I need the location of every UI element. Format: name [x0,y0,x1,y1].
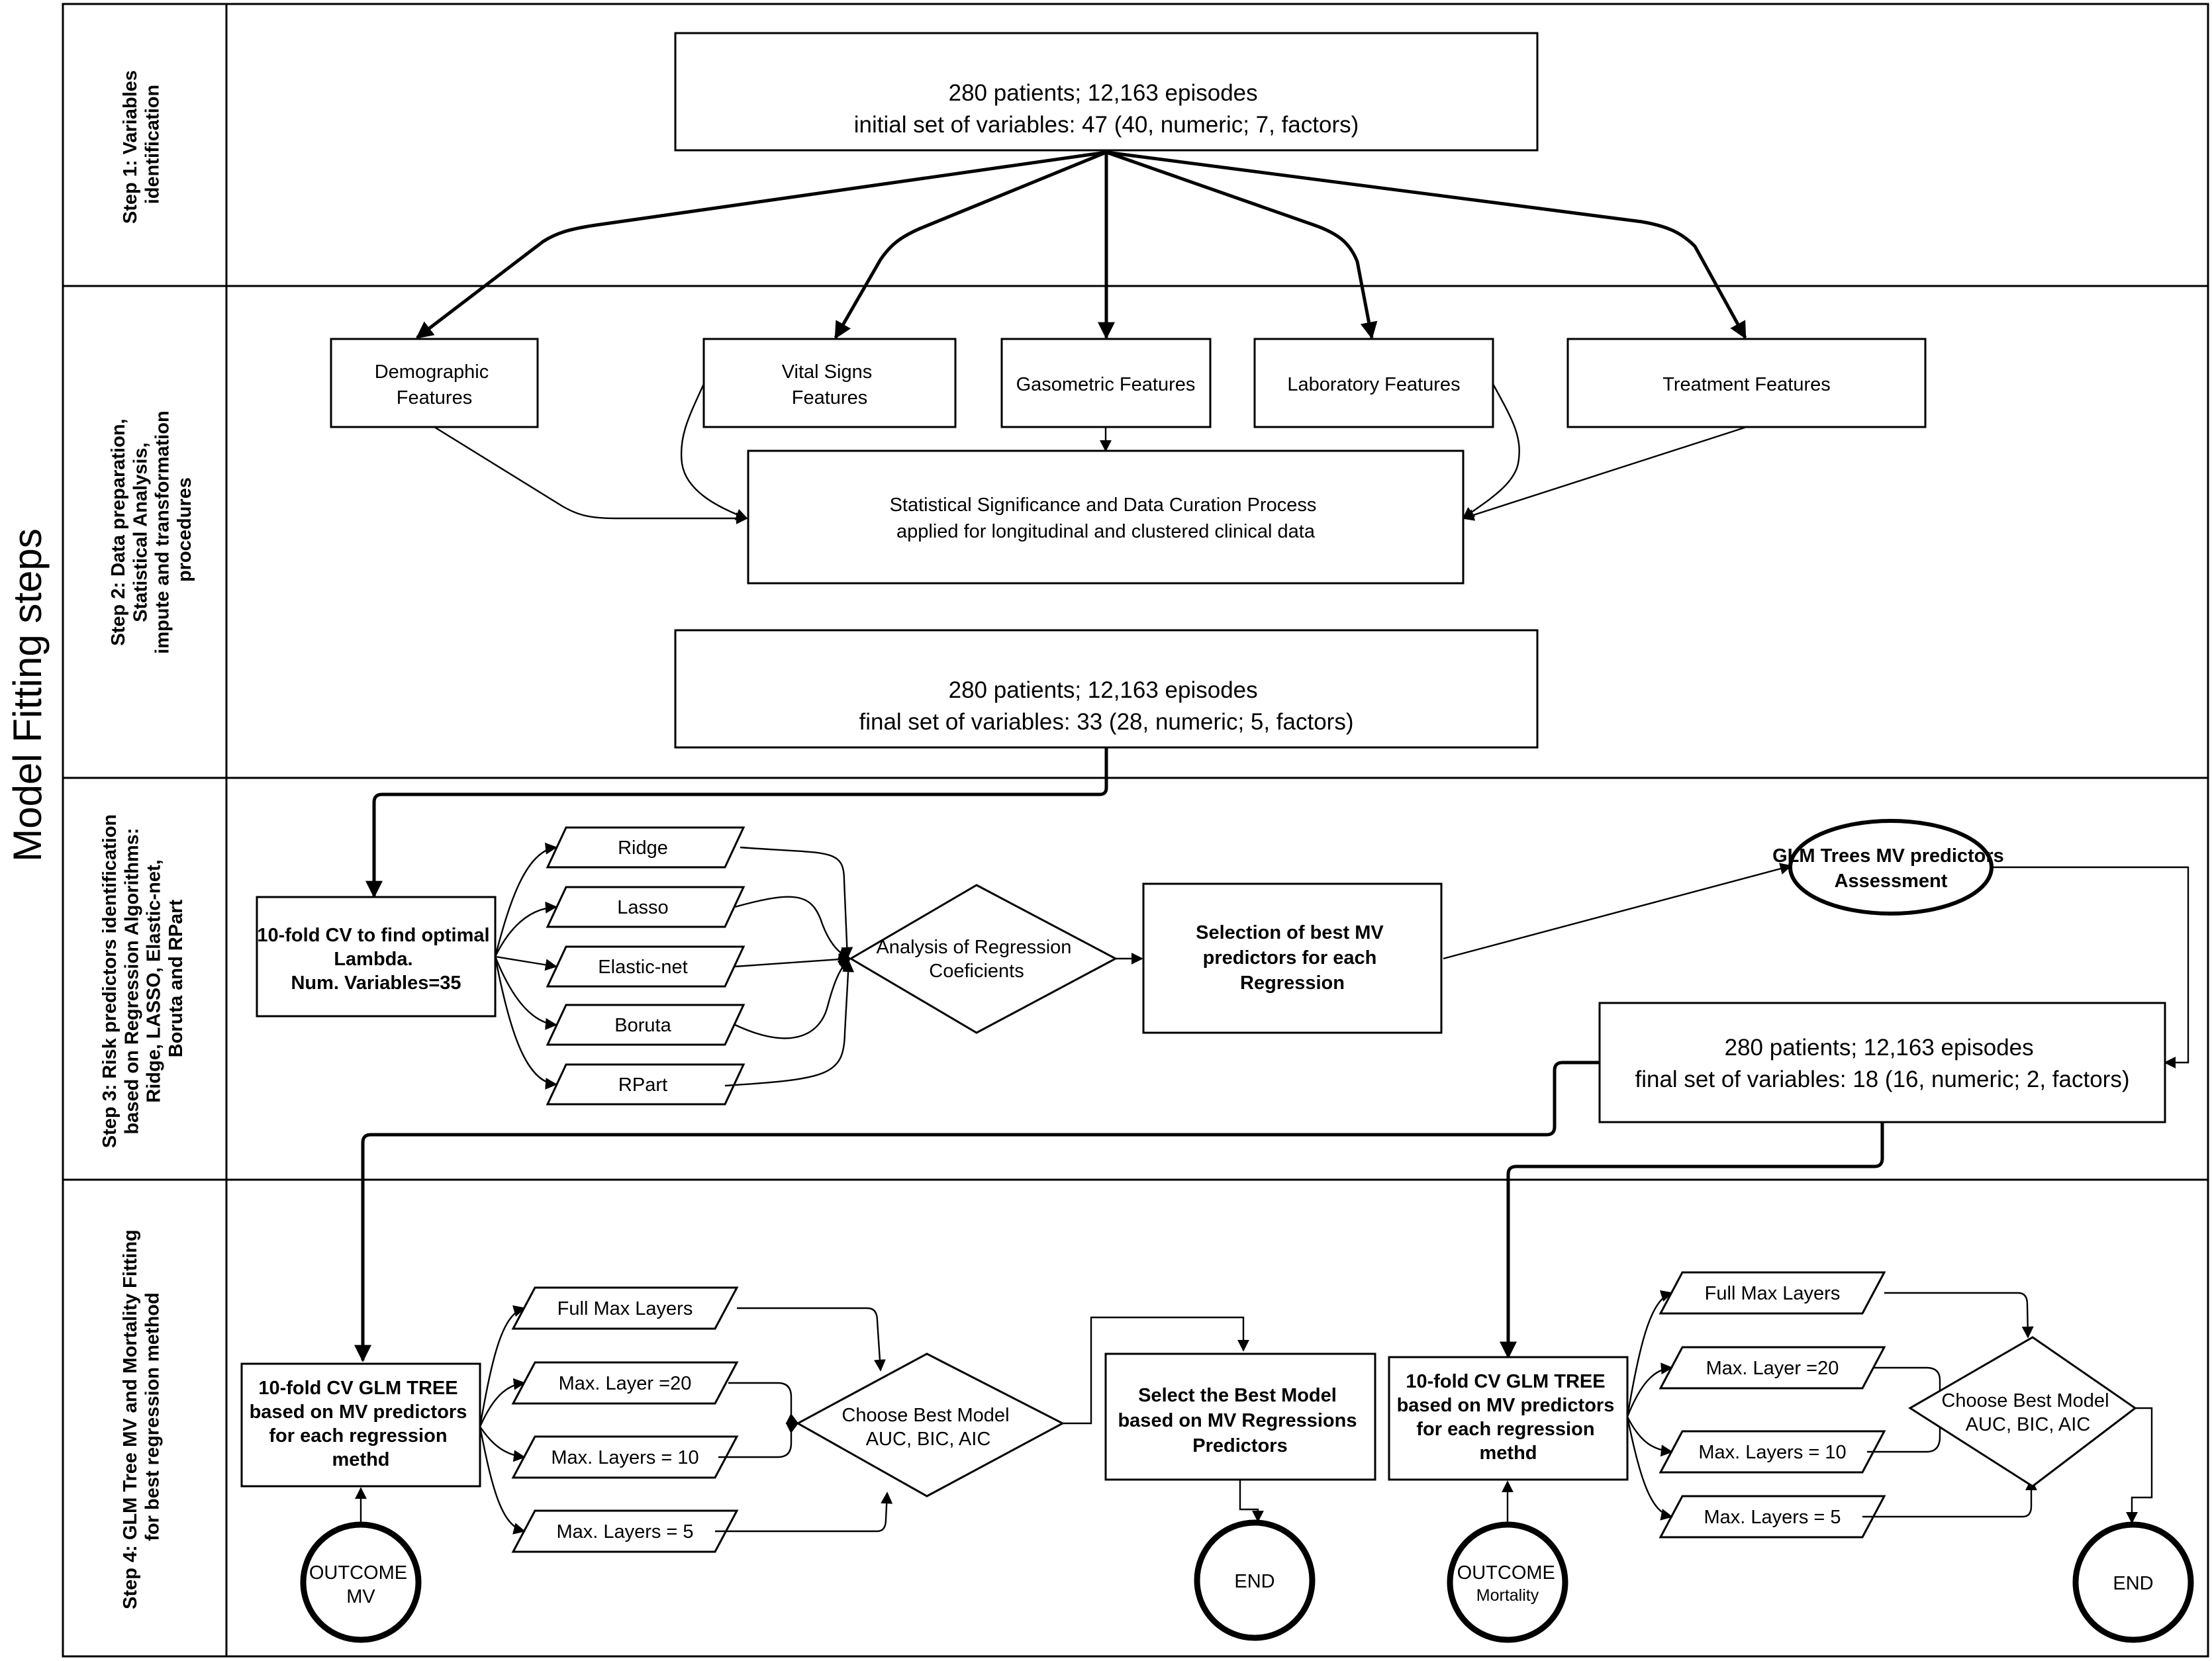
lane-label-step3: Step 3: Risk predictors identification b… [99,809,187,1148]
data-curation-text: Statistical Significance and Data Curati… [890,495,1322,542]
mv-select-best-box [1104,1353,1376,1481]
treatment-features-text: Treatment Features [1662,374,1831,395]
final18-to-mv-tree-arrow [354,1061,1600,1362]
mortality-outcome-text: OUTCOME Mortality [1457,1562,1559,1605]
method-lasso-label: Lasso [617,897,668,918]
final-dataset-18-box [1598,1002,2166,1123]
mortality-end-text: END [2113,1573,2153,1594]
lane-label-step4: Step 4: GLM Tree MV and Mortality Fittin… [120,1224,163,1609]
regression-methods: Ridge Lasso Elastic-net Boruta RPart [546,826,745,1106]
gasometric-features-text: Gasometric Features [1016,374,1196,395]
mv-select-to-end-arrow [1239,1480,1264,1523]
laboratory-features-text: Laboratory Features [1287,374,1460,395]
mortality-layer-5-box [1659,1495,1886,1539]
mortality-layer-full-label: Full Max Layers [1705,1283,1841,1304]
features-to-curation-arrows [434,383,1747,524]
mortality-tree-to-layers-arrows [1626,1290,1673,1521]
method-boruta-box [546,1004,745,1046]
final-dataset-33-box [674,629,1539,749]
final33-to-cv-arrow [365,747,1108,898]
mortality-glm-tree-box [1388,1356,1629,1481]
assessment-to-final18-arrow [1992,866,2189,1068]
mv-choose-decision [795,1353,1065,1497]
method-rpart-box [546,1063,745,1106]
demographic-features-text: Demographic Features [375,361,495,408]
mv-outcome-text: OUTCOME MV [309,1562,412,1607]
cv-lambda-box [256,896,497,1018]
mortality-layer-20-label: Max. Layer =20 [1706,1358,1839,1379]
lane-label-step1: Step 1: Variables identification [120,65,163,224]
glm-assessment-ellipse [1788,819,1994,916]
mv-choose-to-select-arrow [1063,1316,1249,1425]
cv-to-methods-arrows [494,842,557,1090]
mv-choose-decision-text: Choose Best Model AUC, BIC, AIC [842,1405,1014,1450]
step1-branch-arrows [415,150,1747,340]
mortality-choose-decision-text: Choose Best Model AUC, BIC, AIC [1941,1390,2114,1435]
laboratory-features-box [1253,338,1494,428]
lane-label-step2: Step 2: Data preparation, Statistical An… [108,405,195,653]
method-elastic-net-label: Elastic-net [598,957,687,978]
method-ridge-label: Ridge [618,837,668,859]
mv-layer-20-label: Max. Layer =20 [559,1373,692,1394]
gasometric-features-box [1000,338,1212,428]
mortality-glm-tree-text: 10-fold CV GLM TREE based on MV predicto… [1397,1371,1620,1464]
mortality-layer-5-label: Max. Layers = 5 [1704,1507,1841,1528]
demographic-features-box [330,338,539,428]
mortality-choose-decision [1908,1336,2137,1488]
mortality-layers-to-choose-arrows [1862,1292,2037,1518]
vital-signs-features-box [702,338,957,428]
mv-end-text: END [1234,1571,1274,1592]
mv-tree-to-layers-arrows [479,1305,526,1535]
method-boruta-label: Boruta [614,1015,671,1036]
mv-layer-10-label: Max. Layers = 10 [551,1447,698,1468]
mortality-layer-20-box [1659,1346,1886,1390]
mv-glm-tree-box [240,1362,481,1488]
methods-to-analysis-arrows [724,846,855,1087]
mv-layer-full-label: Full Max Layers [557,1298,693,1319]
swimlane-frame [62,3,2209,1658]
mortality-choose-to-end-arrow [2126,1407,2153,1524]
treatment-features-box [1566,338,1927,428]
mv-layer-options: Full Max Layers Max. Layer =20 Max. Laye… [511,1286,739,1553]
selection-best-mv-text: Selection of best MV predictors for each… [1196,922,1389,994]
data-curation-box [747,450,1465,585]
initial-dataset-box [674,32,1539,152]
selection-to-assessment-arrow [1443,863,1792,960]
mortality-layer-10-box [1659,1430,1886,1474]
mv-outcome-circle [300,1521,422,1643]
method-lasso-box [546,886,745,928]
initial-dataset-text: 280 patients; 12,163 episodes initial se… [854,80,1359,138]
vital-signs-features-text: Vital Signs Features [782,361,878,408]
mortality-layer-options: Full Max Layers Max. Layer =20 Max. Laye… [1659,1271,1886,1539]
mortality-end-circle [2072,1521,2194,1643]
cv-lambda-text: 10-fold CV to find optimal Lambda. Num. … [257,925,495,994]
mv-layer-10-box [511,1435,739,1479]
final18-to-mortality-tree-arrow [1500,1122,1884,1359]
final-dataset-33-text: 280 patients; 12,163 episodes final set … [859,677,1354,735]
mv-layer-5-box [511,1509,739,1553]
mortality-outcome-circle [1447,1521,1568,1643]
final-dataset-18-text: 280 patients; 12,163 episodes final set … [1635,1035,2130,1092]
method-elastic-net-box [546,945,745,988]
selection-best-mv-box [1142,882,1443,1034]
analysis-decision [849,884,1118,1034]
mv-end-circle [1194,1519,1316,1641]
mv-layer-5-label: Max. Layers = 5 [556,1521,693,1542]
glm-assessment-text: GLM Trees MV predictors Assessment [1772,845,2009,892]
diagram-title: Model Fitting steps [5,528,50,862]
mv-glm-tree-text: 10-fold CV GLM TREE based on MV predicto… [250,1378,473,1470]
mv-layers-to-choose-arrows [715,1307,893,1533]
mv-select-best-text: Select the Best Model based on MV Regres… [1118,1385,1362,1456]
analysis-decision-text: Analysis of Regression Coeficients [876,937,1077,982]
mortality-layer-10-label: Max. Layers = 10 [1698,1442,1846,1463]
method-rpart-label: RPart [618,1074,667,1096]
